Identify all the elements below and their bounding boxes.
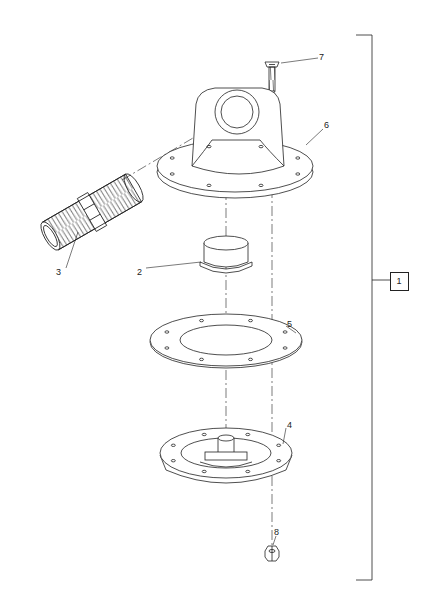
nut (265, 546, 279, 561)
bolt-hole (165, 347, 169, 349)
bolt-hole (296, 157, 300, 159)
bolt-hole (249, 358, 253, 360)
bracket (356, 35, 390, 580)
bolt-hole (171, 460, 175, 462)
callout-number: 5 (287, 320, 292, 329)
bolt-hole (202, 433, 206, 435)
callout-number: 3 (56, 268, 61, 277)
housing (157, 88, 313, 198)
callout-number: 7 (319, 53, 324, 62)
bolt-hole (200, 358, 204, 360)
bolt-hole (207, 184, 211, 186)
bolt-hole (283, 331, 287, 333)
bolt-hole (170, 173, 174, 175)
callout-number: 1 (396, 276, 401, 286)
callout-number: 8 (274, 528, 279, 537)
callout-number: 2 (137, 268, 142, 277)
base-plate (160, 428, 292, 483)
leader-line (66, 58, 323, 545)
bolt-hole (277, 460, 281, 462)
bolt-hole (200, 319, 204, 321)
callout-number: 6 (324, 121, 329, 130)
gasket (150, 314, 302, 368)
bolt-hole (283, 347, 287, 349)
cap (200, 236, 252, 273)
bolt-hole (246, 433, 250, 435)
bolt-hole (207, 145, 211, 147)
bolt-hole (170, 157, 174, 159)
bolt-hole (277, 444, 281, 446)
bolt-hole (249, 319, 253, 321)
bolt-hole (202, 470, 206, 472)
bolt-hole (296, 173, 300, 175)
assembly-box: 1 (390, 272, 409, 291)
bolt-hole (246, 470, 250, 472)
bolt-hole (171, 444, 175, 446)
bolt-hole (259, 184, 263, 186)
callout-number: 4 (287, 421, 292, 430)
bolt-hole (165, 331, 169, 333)
bolt-hole (259, 145, 263, 147)
nipple (36, 169, 149, 256)
